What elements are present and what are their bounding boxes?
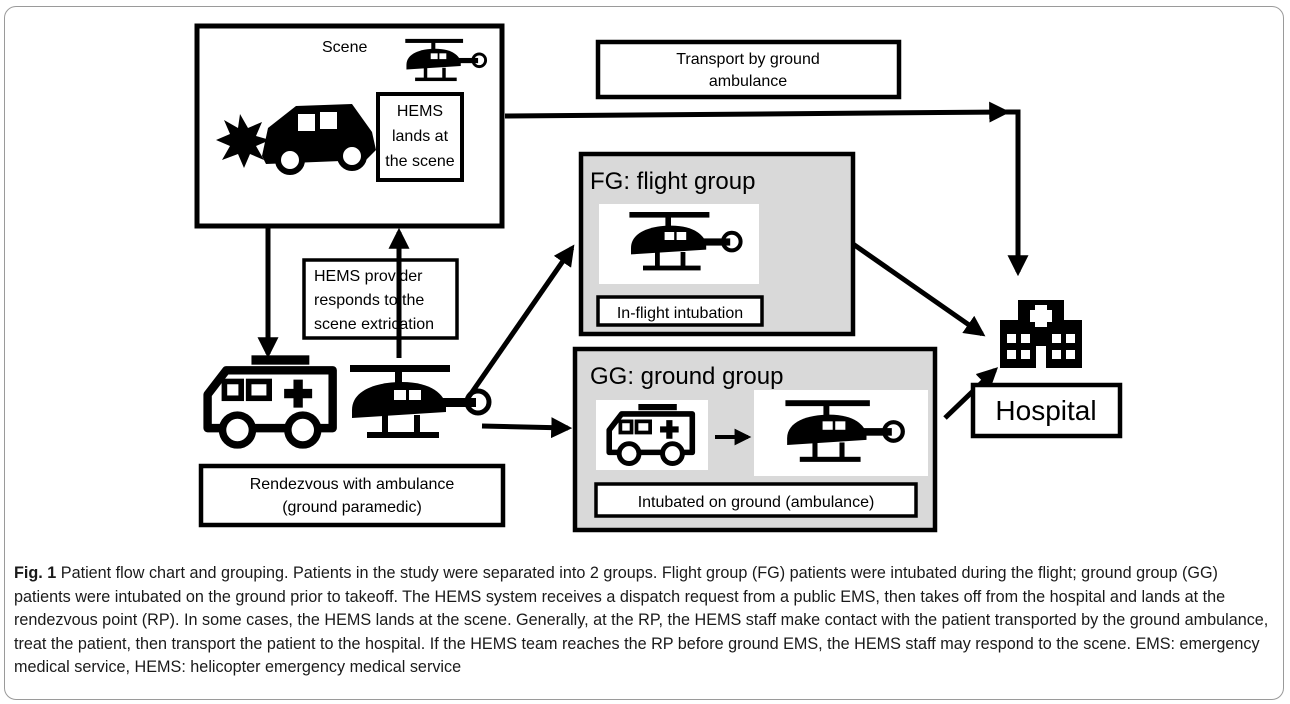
- hospital-box: Hospital: [970, 382, 1123, 439]
- ground-group-box: GG: ground group Intubated on ground (am…: [572, 346, 938, 533]
- flight-group-box: FG: flight group In-flight intubation: [578, 151, 856, 337]
- helicopter-icon: [350, 365, 489, 438]
- flight-group-sublabel: In-flight intubation: [617, 305, 743, 322]
- gg-to-hospital-arrow: [943, 367, 999, 420]
- scene-box: Scene HEMS lands at the scene: [194, 23, 505, 229]
- transport-box: Transport by ground ambulance: [595, 39, 902, 100]
- rendezvous-line-1: Rendezvous with ambulance: [250, 476, 455, 493]
- lands-line-1: HEMS: [397, 103, 443, 120]
- rendezvous-to-fg-arrow: [465, 244, 575, 400]
- responds-line-1: HEMS provider: [314, 268, 423, 285]
- flight-group-title: FG: flight group: [590, 168, 755, 195]
- ambulance-icon: [208, 355, 333, 445]
- caption-text: Patient flow chart and grouping. Patient…: [14, 564, 1269, 677]
- transport-line-1: Transport by ground: [676, 51, 819, 68]
- transport-arrow: [504, 101, 1029, 277]
- responds-box: HEMS provider responds to the scene extr…: [302, 258, 459, 340]
- responds-line-3: scene extrication: [314, 316, 434, 333]
- car-crash-icon: [216, 104, 376, 175]
- lands-at-scene-box: [376, 92, 464, 182]
- lands-line-2: lands at: [392, 128, 449, 145]
- rendezvous-to-gg-arrow: [481, 417, 573, 439]
- ground-group-sublabel: Intubated on ground (ambulance): [638, 494, 875, 511]
- hospital-label: Hospital: [995, 395, 1096, 426]
- rendezvous-box: Rendezvous with ambulance (ground parame…: [198, 463, 506, 528]
- lands-line-3: the scene: [385, 153, 454, 170]
- transport-line-2: ambulance: [709, 73, 787, 90]
- figure-caption: Fig. 1 Patient flow chart and grouping. …: [14, 562, 1276, 680]
- ambulance-icon: [609, 404, 692, 464]
- figure-frame: [4, 6, 1284, 700]
- fg-to-hospital-arrow: [851, 241, 986, 337]
- caption-label: Fig. 1: [14, 564, 57, 582]
- flow-diagram: Scene HEMS lands at the scene Transport …: [194, 23, 1123, 533]
- rendezvous-line-2: (ground paramedic): [282, 499, 422, 516]
- responds-line-2: responds to the: [314, 292, 424, 309]
- ground-group-title: GG: ground group: [590, 363, 783, 390]
- hospital-icon: [1000, 300, 1082, 368]
- scene-title: Scene: [322, 39, 367, 56]
